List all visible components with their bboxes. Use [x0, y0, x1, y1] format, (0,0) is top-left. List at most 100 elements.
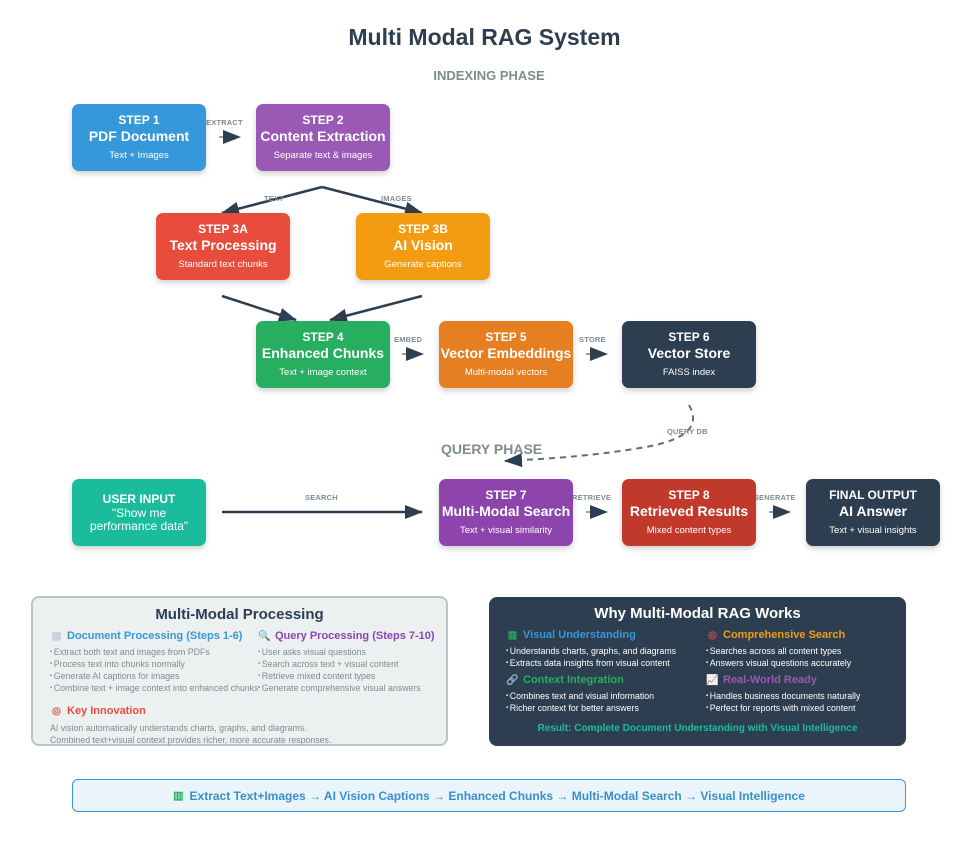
list-item: Retrieve mixed content types	[258, 670, 435, 682]
comprehensive-search-section: ◎ Comprehensive Search Searches across al…	[706, 628, 851, 669]
list-item: Understands charts, graphs, and diagrams	[506, 645, 676, 657]
list-item: Answers visual questions accurately	[706, 657, 851, 669]
node-subtitle: Standard text chunks	[178, 259, 268, 270]
list-item: Generate AI captions for images	[50, 670, 258, 682]
list-item: Perfect for reports with mixed content	[706, 702, 860, 714]
summary-pipeline-bar: ▥ Extract Text+Images → AI Vision Captio…	[72, 779, 906, 812]
section-heading: Real-World Ready	[723, 674, 817, 686]
list-item: Richer context for better answers	[506, 702, 654, 714]
node-step-label: USER INPUT	[102, 492, 176, 506]
node-quote-line: performance data"	[89, 519, 189, 533]
edge-label-embed: EMBED	[394, 335, 423, 344]
section-heading: Query Processing (Steps 7-10)	[275, 630, 435, 642]
real-world-ready-section: 📈 Real-World Ready Handles business docum…	[706, 673, 860, 714]
node-subtitle: Text + visual insights	[829, 525, 917, 536]
node-step1-pdf-document: STEP 1 PDF Document Text + Images	[72, 104, 206, 171]
node-title: Content Extraction	[260, 128, 386, 144]
node-step-label: STEP 1	[118, 113, 160, 127]
node-subtitle: Text + Images	[109, 150, 169, 161]
edge-label-images: IMAGES	[381, 194, 412, 203]
edge-label-search: SEARCH	[305, 493, 338, 502]
list-item: Searches across all content types	[706, 645, 851, 657]
node-title: Text Processing	[169, 237, 277, 253]
node-step-label: STEP 3A	[198, 222, 248, 236]
section-heading: Comprehensive Search	[723, 629, 846, 641]
list-item: Extract both text and images from PDFs	[50, 646, 258, 658]
multi-modal-processing-panel: Multi-Modal Processing ▤ Document Process…	[31, 596, 448, 746]
node-step3b-ai-vision: STEP 3B AI Vision Generate captions	[356, 213, 490, 280]
edge-label-text: TEXT	[264, 194, 284, 203]
diagram-title: Multi Modal RAG System	[348, 24, 621, 50]
section-heading: Visual Understanding	[523, 629, 636, 641]
visual-understanding-section: ▥ Visual Understanding Understands charts…	[506, 628, 676, 669]
bar-chart-icon: ▥	[507, 630, 518, 641]
list-item: Handles business documents naturally	[706, 690, 861, 702]
arrow-text-merge	[221, 294, 297, 322]
node-step-label: STEP 7	[485, 488, 527, 502]
search-icon: 🔍	[258, 631, 271, 642]
node-step2-content-extraction: STEP 2 Content Extraction Separate text …	[256, 104, 390, 171]
node-step8-retrieved-results: STEP 8 Retrieved Results Mixed content t…	[622, 479, 756, 546]
bar-chart-icon: ▥	[173, 790, 184, 802]
node-step-label: STEP 5	[485, 330, 527, 344]
node-step4-enhanced-chunks: STEP 4 Enhanced Chunks Text + image cont…	[256, 321, 390, 388]
node-subtitle: Mixed content types	[646, 525, 732, 536]
edge-label-retrieve: RETRIEVE	[572, 493, 612, 502]
node-subtitle: Generate captions	[384, 259, 462, 270]
node-step-label: STEP 2	[302, 113, 344, 127]
list-item: Combines text and visual information	[506, 690, 654, 702]
node-user-input: USER INPUT "Show me performance data"	[72, 479, 206, 546]
edge-label-query-db: QUERY DB	[667, 427, 708, 436]
list-item: Generate comprehensive visual answers	[258, 682, 435, 694]
node-title: Enhanced Chunks	[261, 345, 385, 361]
node-step-label: STEP 8	[668, 488, 710, 502]
indexing-phase-label: INDEXING PHASE	[433, 68, 545, 83]
key-innovation-section: ◎Key Innovation AI vision automatically …	[50, 704, 331, 746]
edge-label-store: STORE	[579, 335, 606, 344]
list-item: Process text into chunks normally	[50, 658, 258, 670]
node-title: Retrieved Results	[629, 503, 749, 519]
node-subtitle: FAISS index	[662, 367, 716, 378]
node-title: Vector Store	[647, 345, 731, 361]
result-statement: Result: Complete Document Understanding …	[537, 723, 858, 734]
node-step-label: STEP 3B	[398, 222, 448, 236]
section-heading: Document Processing (Steps 1-6)	[67, 630, 243, 642]
arrow-images-merge	[329, 294, 423, 323]
panel-title: Why Multi-Modal RAG Works	[594, 605, 801, 622]
node-title: Multi-Modal Search	[441, 503, 571, 519]
key-innovation-line: Combined text+visual context provides ri…	[50, 735, 332, 745]
node-step-label: FINAL OUTPUT	[829, 488, 917, 502]
node-step-label: STEP 4	[302, 330, 344, 344]
node-step5-vector-embeddings: STEP 5 Vector Embeddings Multi-modal vec…	[439, 321, 573, 388]
target-icon: ◎	[708, 630, 717, 641]
edge-label-extract: EXTRACT	[206, 118, 243, 127]
node-step7-multi-modal-search: STEP 7 Multi-Modal Search Text + visual …	[439, 479, 573, 546]
panel-title: Multi-Modal Processing	[155, 606, 324, 623]
node-subtitle: Text + image context	[279, 367, 367, 378]
document-icon: ▤	[51, 631, 62, 642]
key-innovation-line: AI vision automatically understands char…	[50, 723, 307, 733]
list-item: User asks visual questions	[258, 646, 435, 658]
node-quote-line: "Show me	[111, 506, 167, 520]
trend-chart-icon: 📈	[706, 675, 719, 686]
link-icon: 🔗	[506, 675, 519, 686]
query-phase-label: QUERY PHASE	[441, 441, 543, 457]
section-heading: Key Innovation	[67, 705, 146, 717]
list-item: Search across text + visual content	[258, 658, 435, 670]
section-heading: Context Integration	[523, 674, 624, 686]
node-title: AI Vision	[393, 237, 453, 253]
node-step3a-text-processing: STEP 3A Text Processing Standard text ch…	[156, 213, 290, 280]
node-step-label: STEP 6	[668, 330, 710, 344]
node-subtitle: Separate text & images	[273, 150, 373, 161]
summary-text: Extract Text+Images → AI Vision Captions…	[189, 788, 805, 803]
query-processing-section: 🔍 Query Processing (Steps 7-10) User asks…	[258, 629, 435, 694]
node-subtitle: Text + visual similarity	[459, 525, 553, 536]
edge-label-generate: GENERATE	[753, 493, 796, 502]
document-processing-section: ▤ Document Processing (Steps 1-6) Extract…	[50, 629, 259, 694]
node-title: Vector Embeddings	[440, 345, 572, 361]
node-subtitle: Multi-modal vectors	[464, 367, 548, 378]
list-item: Extracts data insights from visual conte…	[506, 657, 676, 669]
node-step6-vector-store: STEP 6 Vector Store FAISS index	[622, 321, 756, 388]
node-title: PDF Document	[88, 128, 190, 144]
why-multi-modal-rag-works-panel: Why Multi-Modal RAG Works ▥ Visual Unders…	[489, 597, 906, 746]
